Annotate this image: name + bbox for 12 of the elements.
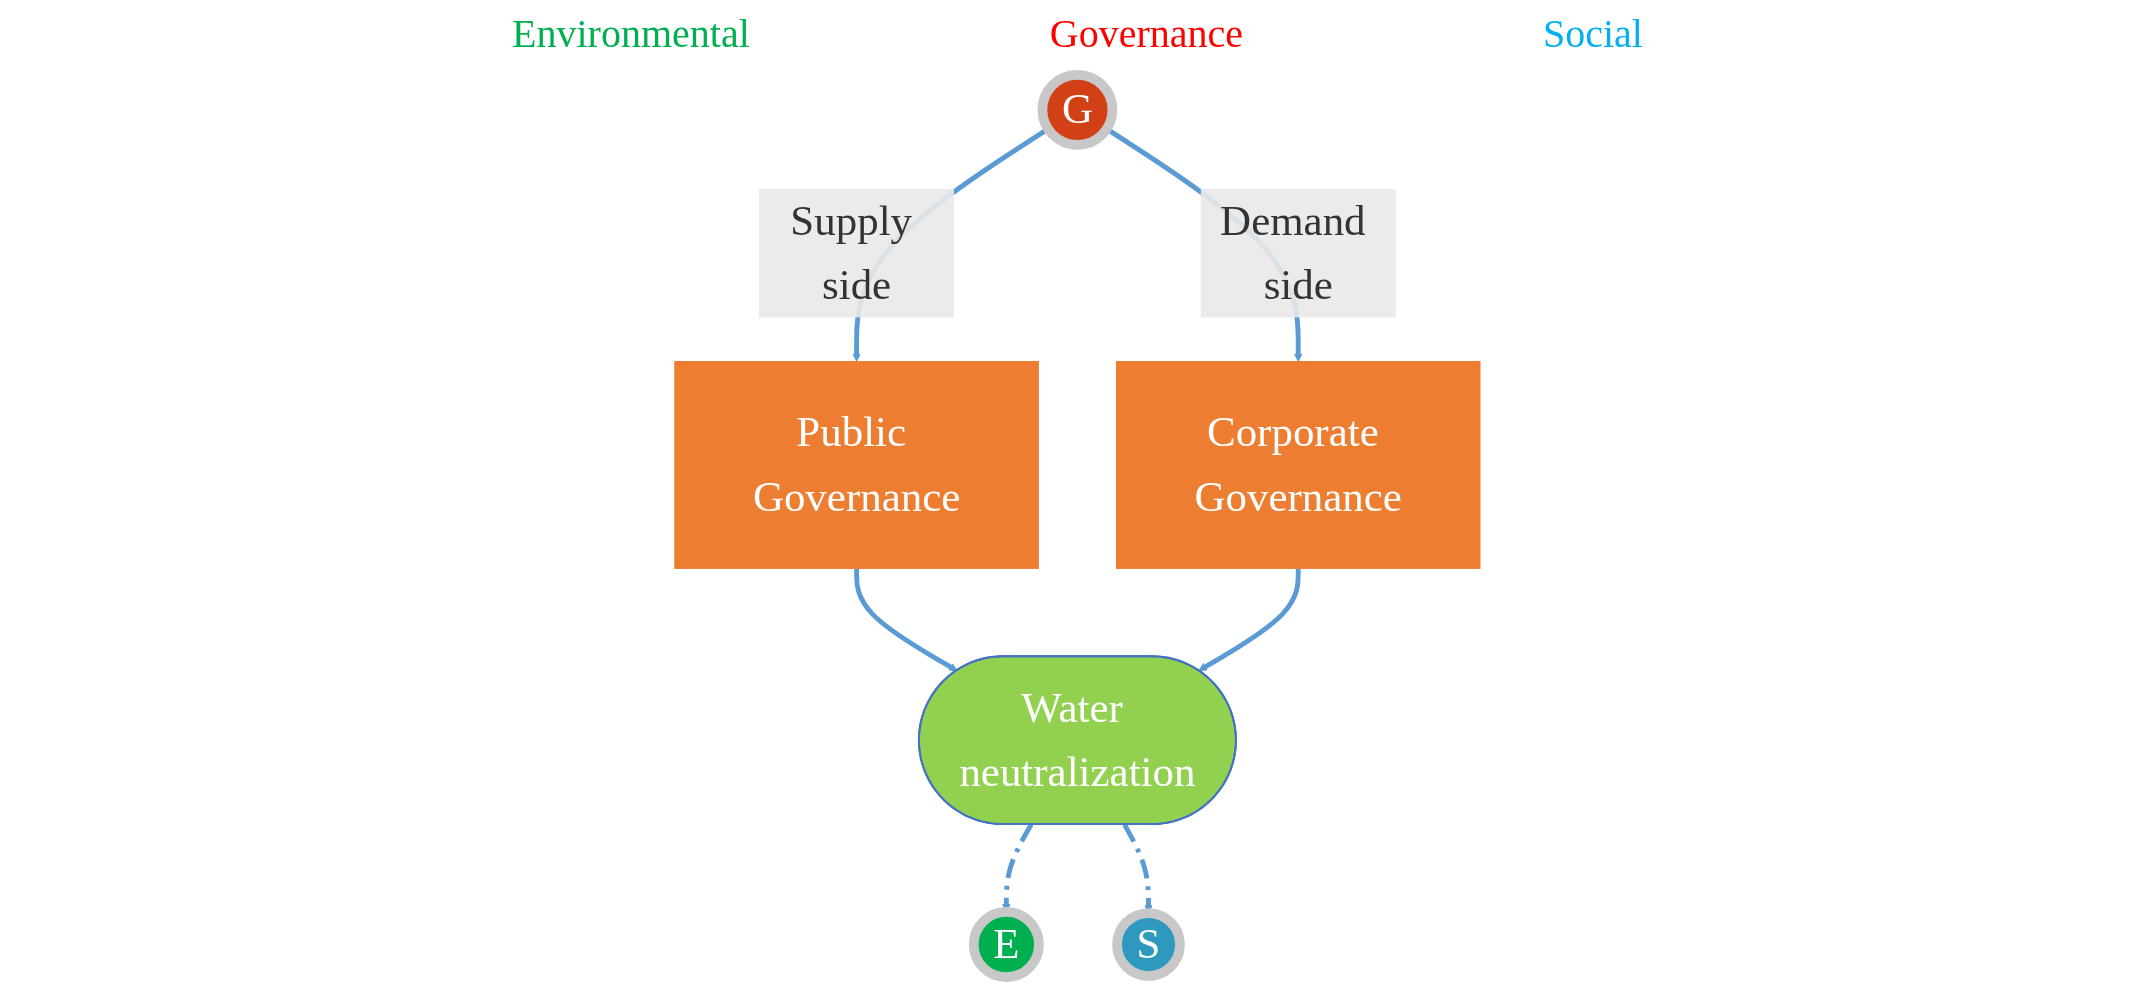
category-label: Environmental [512, 10, 750, 57]
node-circle: G [1037, 69, 1118, 150]
category-label: Social [1543, 10, 1643, 57]
arrow [854, 568, 958, 672]
edge-label: Demand side [1220, 196, 1366, 309]
node-box: Public Governance [674, 361, 1039, 569]
arrow [1198, 568, 1301, 672]
node-box: Corporate Governance [1116, 361, 1481, 569]
category-label: Governance [1049, 10, 1243, 57]
node-circle: S [1112, 908, 1185, 981]
edge-label: Supply side [790, 196, 913, 309]
node-circle: E [968, 907, 1044, 983]
